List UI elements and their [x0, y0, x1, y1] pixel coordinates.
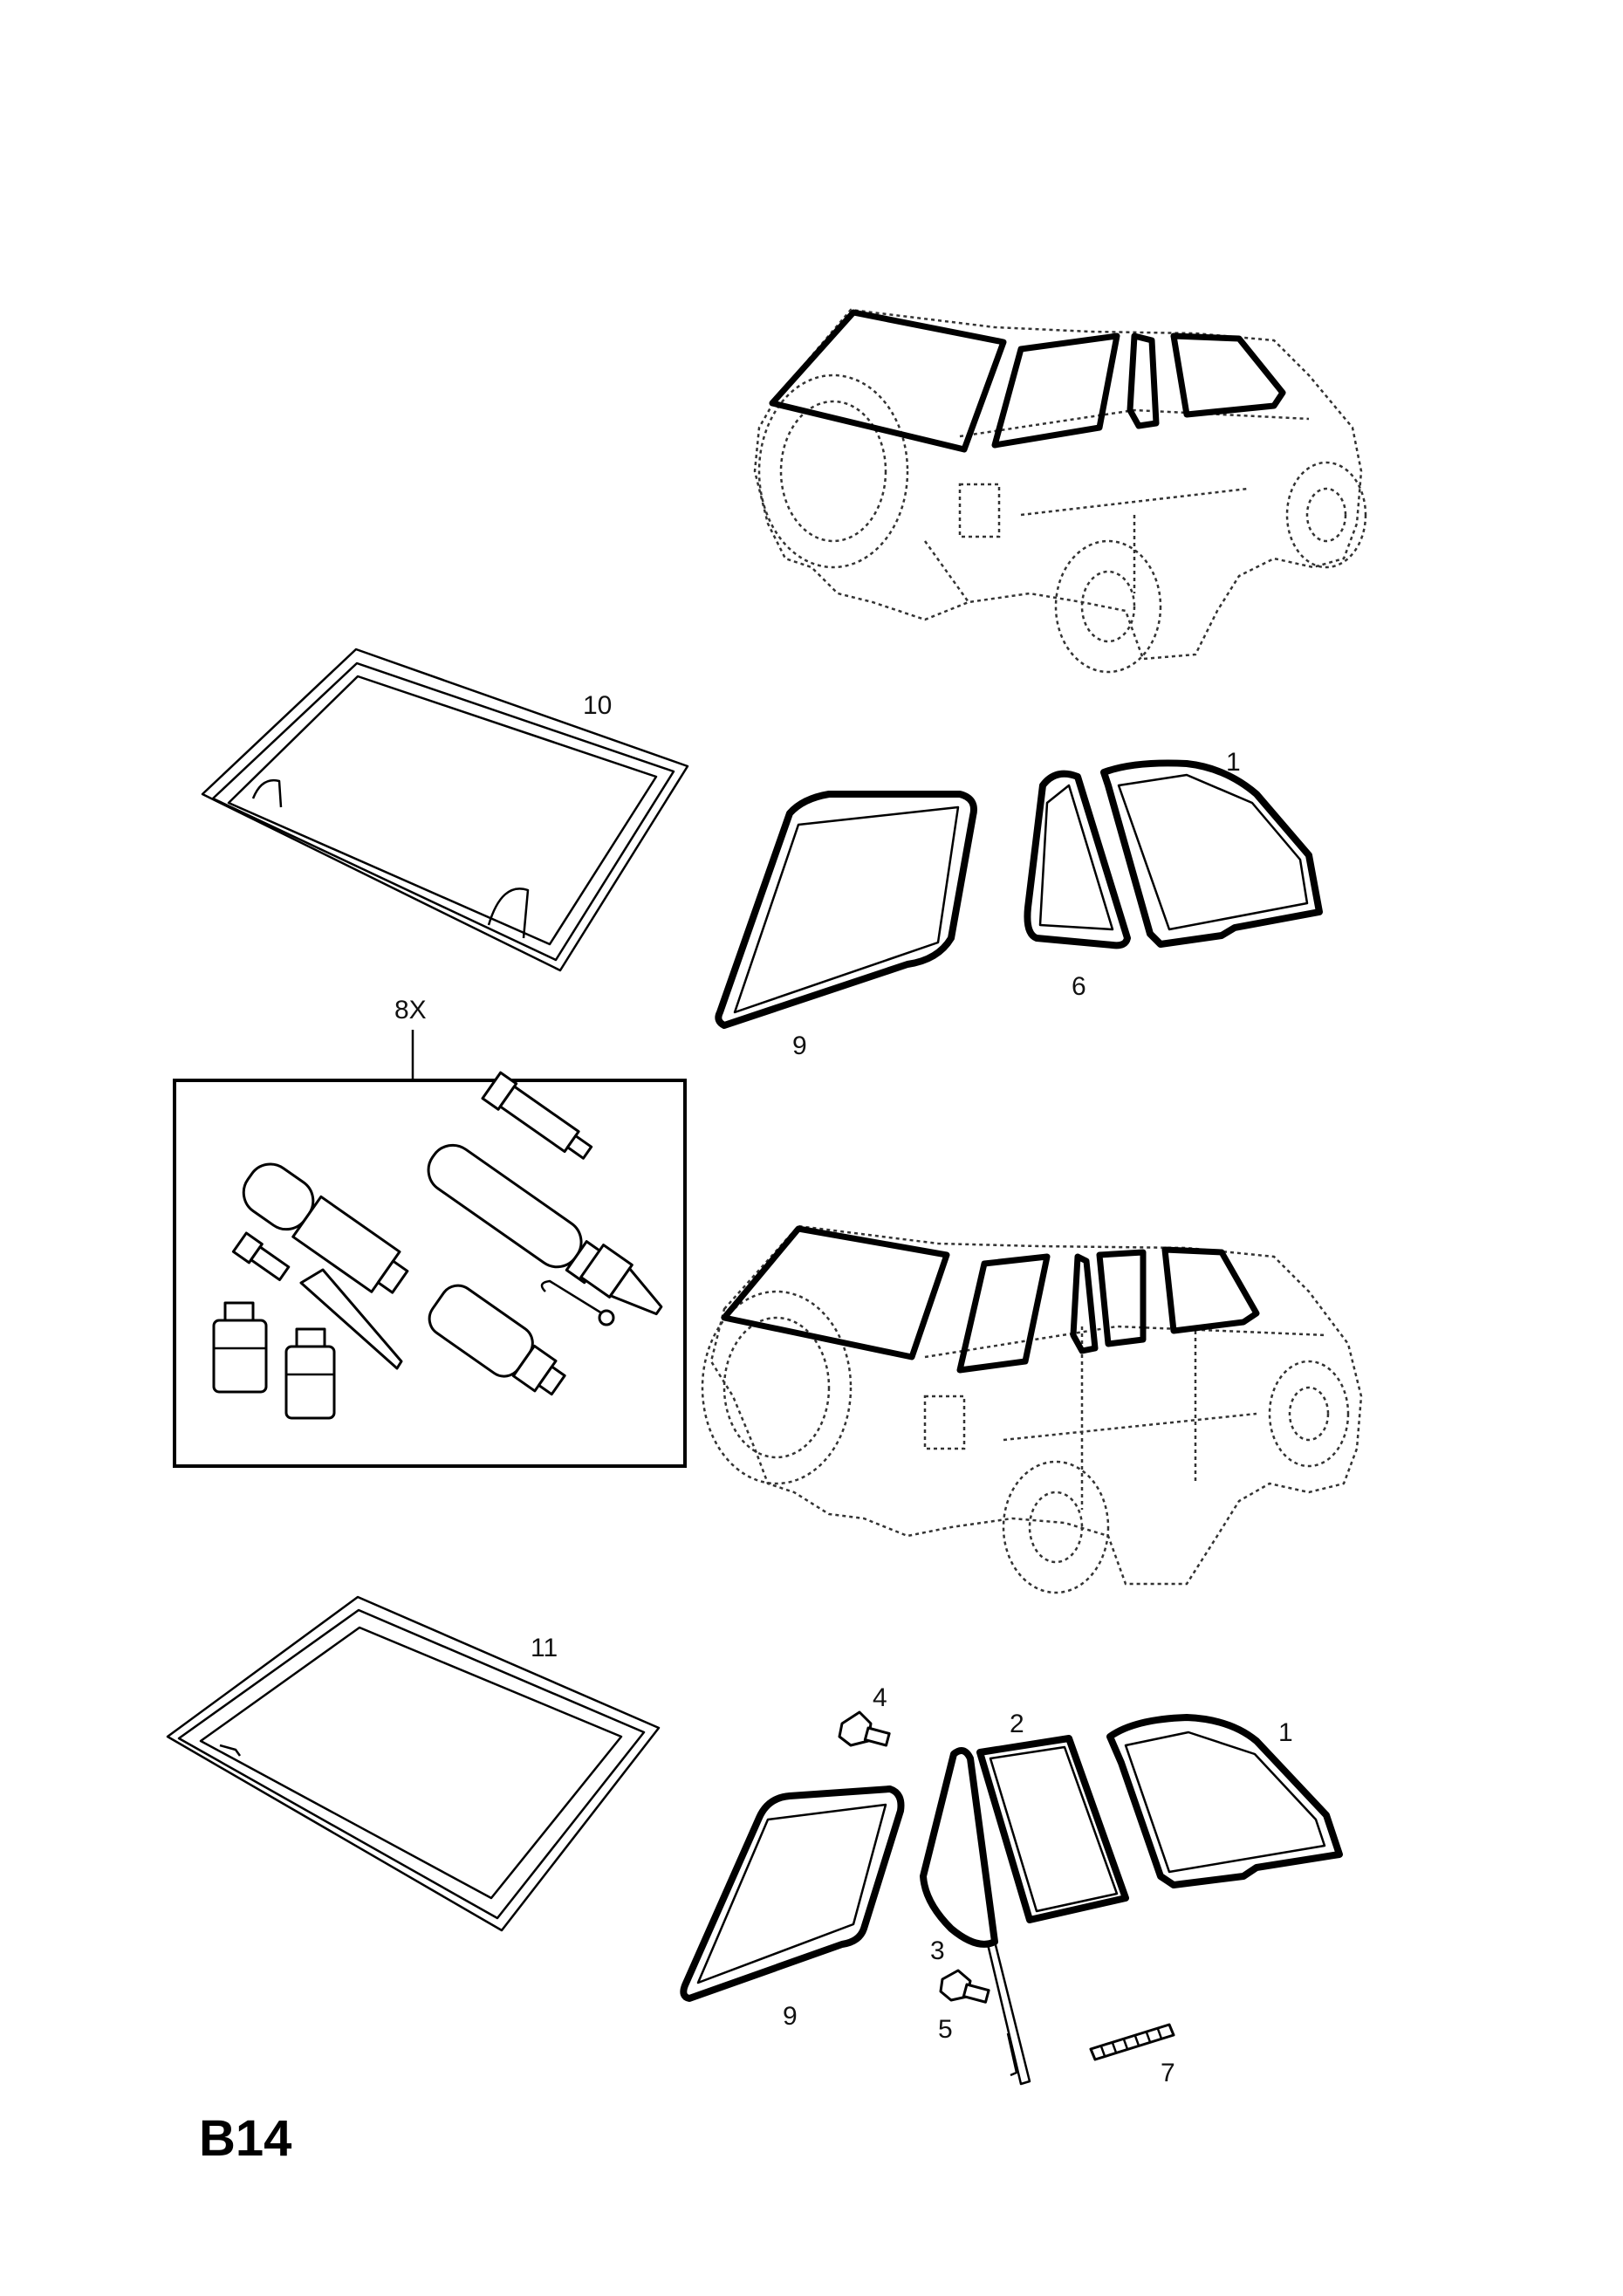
callout-11: 11	[531, 1634, 558, 1662]
part-5-bolt-icon	[939, 1969, 990, 2004]
callout-7: 7	[1161, 2059, 1175, 2087]
callout-3: 3	[930, 1936, 945, 1965]
small-nozzle-icon	[231, 1231, 291, 1282]
primer-bottle-small-icon	[284, 1327, 336, 1420]
callout-9-bottom: 9	[783, 2002, 798, 2031]
spatula-icon	[299, 1268, 403, 1370]
vehicle-3door-illustration	[753, 308, 1367, 674]
part-2-fixed-door-glass	[976, 1735, 1129, 1923]
part-11-rear-window	[166, 1595, 661, 1932]
callout-2: 2	[1010, 1710, 1024, 1738]
cartridge-short-icon	[428, 1284, 566, 1396]
callout-6: 6	[1072, 972, 1086, 1001]
primer-bottle-large-icon	[212, 1301, 268, 1394]
vehicle-5door-illustration	[701, 1224, 1363, 1594]
callout-4: 4	[873, 1683, 887, 1712]
part-3-fixed-glass	[920, 1747, 1031, 2086]
part-1-door-glass-top	[1100, 759, 1323, 948]
callout-8x: 8X	[394, 996, 427, 1025]
part-6-fixed-door-glass	[1024, 770, 1131, 949]
part-9-quarter-glass-bottom	[680, 1785, 905, 2002]
part-10-rear-window	[201, 648, 689, 972]
callout-1-bottom: 1	[1278, 1718, 1293, 1747]
wire-tool-icon	[540, 1279, 615, 1326]
callout-10: 10	[583, 691, 612, 720]
part-8x-adhesive-kit	[173, 1071, 687, 1468]
callout-5: 5	[938, 2015, 953, 2044]
part-4-bolt-icon	[838, 1710, 891, 1747]
part-1-door-glass-bottom	[1106, 1714, 1343, 1888]
callout-9-top: 9	[792, 1031, 807, 1060]
nozzle-tip-icon	[579, 1244, 663, 1316]
cartridge-twin-icon	[242, 1162, 409, 1294]
nozzle-icon	[481, 1071, 593, 1160]
part-9-quarter-glass-top	[715, 791, 977, 1029]
part-7-seal-strip-icon	[1089, 2023, 1175, 2061]
callout-1-top: 1	[1226, 748, 1241, 777]
section-code: B14	[199, 2110, 291, 2167]
